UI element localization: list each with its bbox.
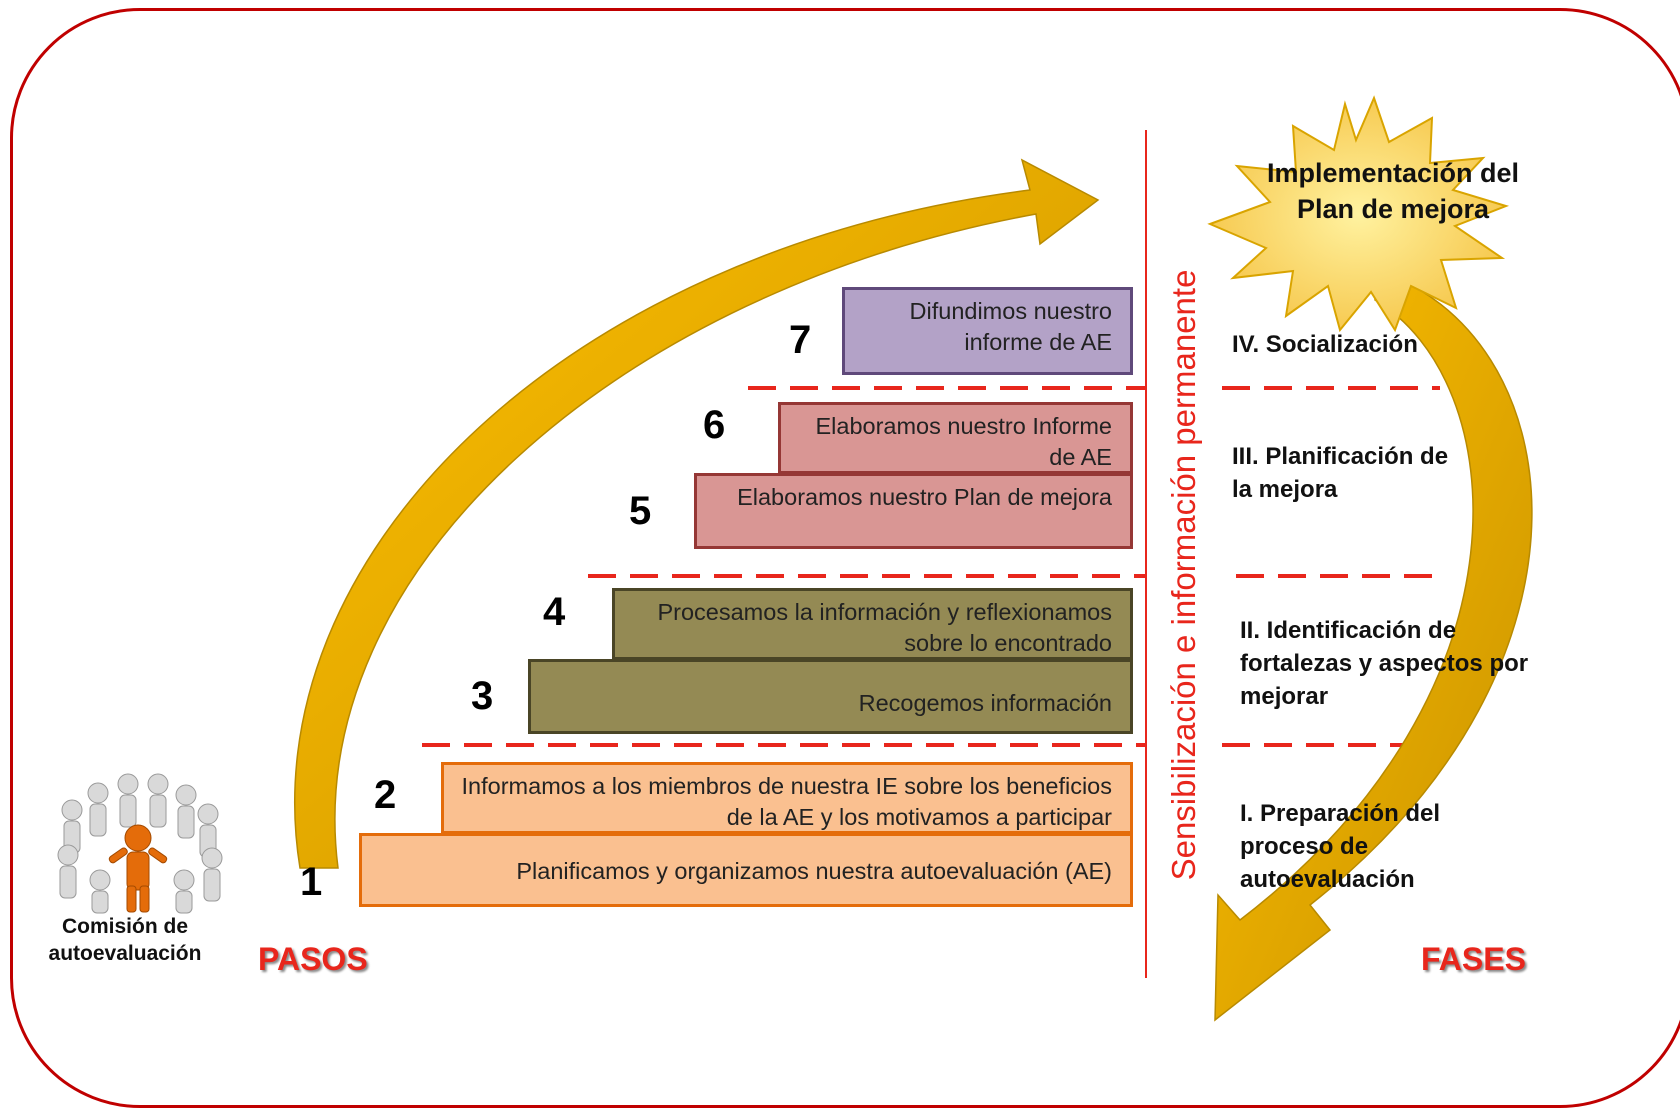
phase-1-label: I. Preparación del proceso de autoevalua… <box>1240 800 1441 893</box>
step-6-box: Elaboramos nuestro Informe de AE <box>778 402 1133 474</box>
step-2-box: Informamos a los miembros de nuestra IE … <box>441 762 1133 834</box>
implementation-starburst <box>1207 95 1510 333</box>
phase-3-label: III. Planificación de la mejora <box>1232 443 1449 503</box>
fases-label: FASES <box>1421 941 1526 977</box>
diagram-graphics <box>57 95 1533 1022</box>
pasos-label: PASOS <box>258 941 368 977</box>
side-vertical-label: Sensibilización e información permanente <box>1165 269 1202 881</box>
committee-figures <box>57 773 223 914</box>
step-5-box: Elaboramos nuestro Plan de mejora <box>694 473 1133 549</box>
step-6-number: 6 <box>703 403 726 447</box>
right-curved-arrow <box>1214 268 1533 1022</box>
step-3-box: Recogemos información <box>528 659 1133 734</box>
phase-separators-left <box>422 386 1146 747</box>
step-1-number: 1 <box>300 860 323 904</box>
committee-label: Comisión de autoevaluación <box>48 915 202 965</box>
step-3-number: 3 <box>471 674 494 718</box>
step-4-box: Procesamos la información y reflexionamo… <box>612 588 1133 660</box>
phase-2-label: II. Identificación de fortalezas y aspec… <box>1240 617 1529 710</box>
step-7-number: 7 <box>789 318 812 362</box>
star-label: Implementación del Plan de mejora <box>1266 158 1520 224</box>
step-1-box: Planificamos y organizamos nuestra autoe… <box>359 833 1133 907</box>
step-5-number: 5 <box>629 489 652 533</box>
step-4-number: 4 <box>543 590 566 634</box>
leader-figure <box>108 824 168 913</box>
phase-4-label: IV. Socialización <box>1232 331 1418 358</box>
left-curved-arrow <box>294 158 1100 869</box>
step-2-number: 2 <box>374 773 397 817</box>
step-7-box: Difundimos nuestro informe de AE <box>842 287 1133 375</box>
